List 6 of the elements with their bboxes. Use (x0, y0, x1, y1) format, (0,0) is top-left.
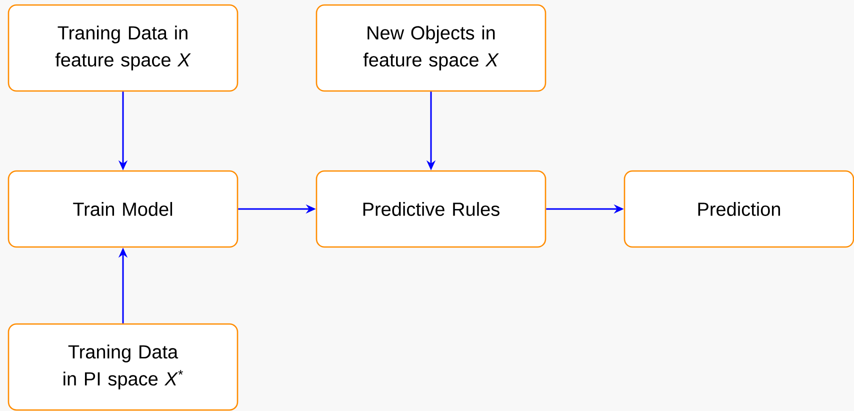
process-box: Traning Data in PI space X$^{*}$ (8, 323, 238, 411)
process-box: Predictive Rules (316, 170, 546, 248)
process-box: New Objects in feature space X (316, 4, 546, 92)
process-box: Traning Data in feature space X (8, 4, 238, 92)
process-box: Prediction (624, 170, 854, 248)
process-box: Train Model (8, 170, 238, 248)
